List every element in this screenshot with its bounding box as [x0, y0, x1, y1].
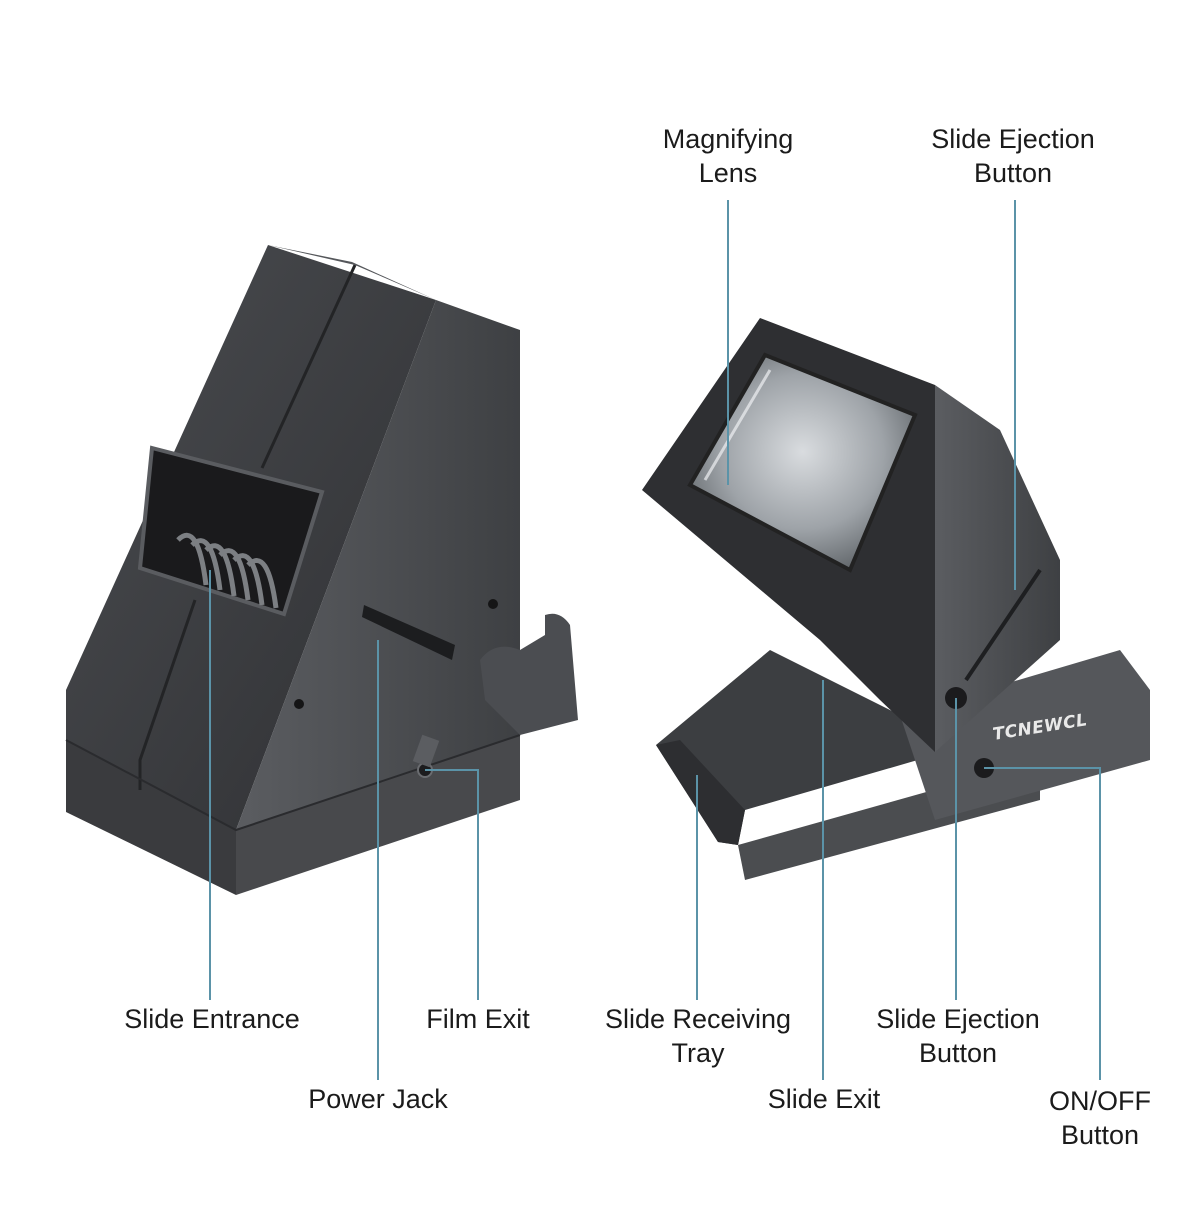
- left-stand: [480, 613, 578, 735]
- label-slide-exit: Slide Exit: [767, 1084, 881, 1114]
- label-power-jack: Power Jack: [308, 1084, 448, 1114]
- callout-line-film-exit: [425, 769, 479, 1000]
- callout-line-on-off: [984, 767, 1101, 1080]
- left-viewer: [65, 245, 578, 895]
- lens-housing-side: [935, 385, 1060, 752]
- slide-entrance-opening: [137, 445, 325, 617]
- right-viewer: [642, 318, 1150, 880]
- label-film-exit: Film Exit: [426, 1004, 530, 1034]
- slide-entrance-ridges: [176, 532, 279, 609]
- power-jack-slot: [362, 605, 455, 660]
- label-slide-entrance: Slide Entrance: [124, 1004, 300, 1034]
- right-base: [900, 650, 1150, 820]
- left-base: [66, 740, 236, 895]
- left-housing-side: [236, 300, 520, 830]
- callout-lines: [209, 200, 1101, 1080]
